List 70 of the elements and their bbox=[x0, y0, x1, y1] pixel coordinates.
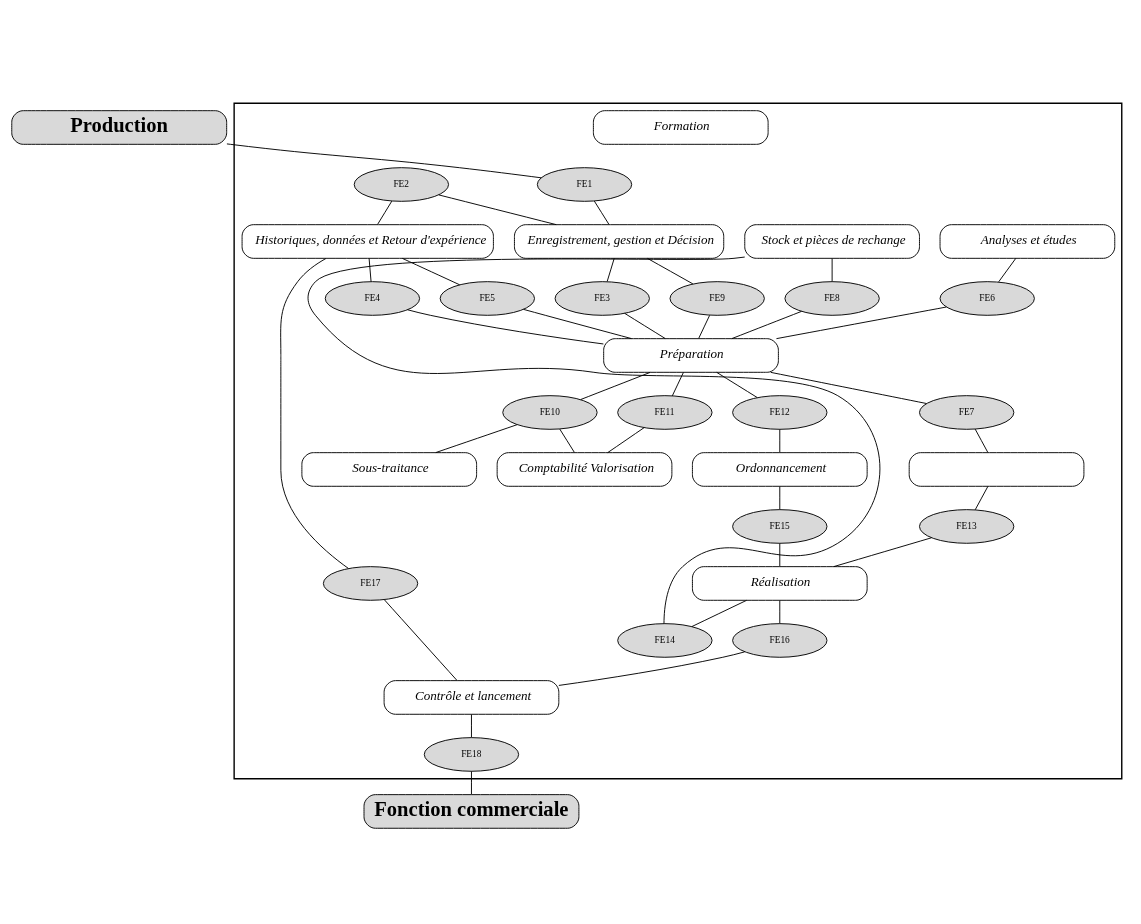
node-ellipse: FE11 bbox=[617, 395, 713, 430]
node-box: Réalisation bbox=[691, 566, 868, 601]
connector bbox=[647, 257, 694, 285]
connector bbox=[368, 257, 372, 282]
connector bbox=[779, 542, 781, 567]
node-box: Comptabilité Valorisation bbox=[496, 452, 673, 487]
connector bbox=[671, 371, 684, 397]
node-box: Ordonnancement bbox=[691, 452, 868, 487]
connector bbox=[438, 194, 557, 226]
connector bbox=[435, 424, 518, 454]
connector bbox=[377, 200, 393, 225]
connector bbox=[779, 599, 781, 624]
connector bbox=[716, 371, 758, 398]
node-ellipse: FE6 bbox=[939, 281, 1035, 316]
connector bbox=[776, 306, 947, 340]
node-box: Analyses et études bbox=[939, 224, 1116, 259]
connector bbox=[559, 428, 575, 453]
node-box: Enregistrement, gestion et Décision bbox=[513, 224, 725, 259]
connector bbox=[974, 428, 989, 453]
cluster bbox=[233, 102, 1123, 780]
node-ellipse: FE9 bbox=[669, 281, 765, 316]
node-box: Contrôle et lancement bbox=[383, 680, 560, 715]
node-ellipse: FE15 bbox=[732, 509, 828, 544]
node-ellipse: FE18 bbox=[423, 737, 520, 772]
node-ellipse: FE2 bbox=[353, 167, 450, 202]
connector bbox=[593, 200, 610, 225]
node-box: Fonction commerciale bbox=[363, 794, 580, 829]
connector bbox=[779, 485, 781, 510]
connector bbox=[624, 312, 666, 339]
node-box bbox=[908, 452, 1085, 487]
node-ellipse: FE17 bbox=[322, 566, 419, 601]
connector bbox=[307, 256, 881, 625]
node-ellipse: FE13 bbox=[919, 509, 1015, 544]
node-box: Préparation bbox=[603, 338, 779, 373]
connector bbox=[384, 599, 458, 681]
node-box: Production bbox=[11, 110, 228, 145]
connector bbox=[580, 371, 651, 400]
connector bbox=[833, 537, 932, 568]
connector bbox=[280, 258, 349, 569]
node-box: Formation bbox=[592, 110, 769, 145]
node-ellipse: FE12 bbox=[732, 395, 828, 430]
node-box: Stock et pièces de rechange bbox=[744, 224, 920, 259]
node-ellipse: FE7 bbox=[919, 395, 1015, 430]
connector bbox=[558, 651, 746, 686]
connector bbox=[698, 314, 711, 339]
connector bbox=[226, 143, 542, 179]
connector bbox=[831, 257, 833, 282]
connector bbox=[607, 427, 645, 454]
connector bbox=[770, 371, 927, 404]
connector bbox=[691, 599, 747, 628]
connector bbox=[407, 309, 604, 345]
node-ellipse: FE8 bbox=[784, 281, 880, 316]
node-box: Sous-traitance bbox=[301, 452, 478, 487]
connector bbox=[998, 257, 1017, 283]
node-ellipse: FE3 bbox=[554, 281, 650, 316]
node-ellipse: FE10 bbox=[502, 395, 598, 430]
connector bbox=[974, 485, 989, 511]
connector bbox=[523, 308, 632, 340]
connector bbox=[779, 428, 781, 453]
connector bbox=[606, 257, 615, 282]
node-ellipse: FE14 bbox=[617, 623, 713, 658]
connector bbox=[731, 310, 802, 340]
node-box: Historiques, données et Retour d'expérience bbox=[241, 224, 494, 259]
node-ellipse: FE1 bbox=[536, 167, 633, 202]
connector bbox=[471, 770, 472, 795]
connector bbox=[401, 257, 461, 286]
node-ellipse: FE4 bbox=[324, 281, 421, 316]
node-ellipse: FE5 bbox=[439, 281, 535, 316]
node-ellipse: FE16 bbox=[732, 623, 828, 658]
connector bbox=[471, 713, 472, 738]
